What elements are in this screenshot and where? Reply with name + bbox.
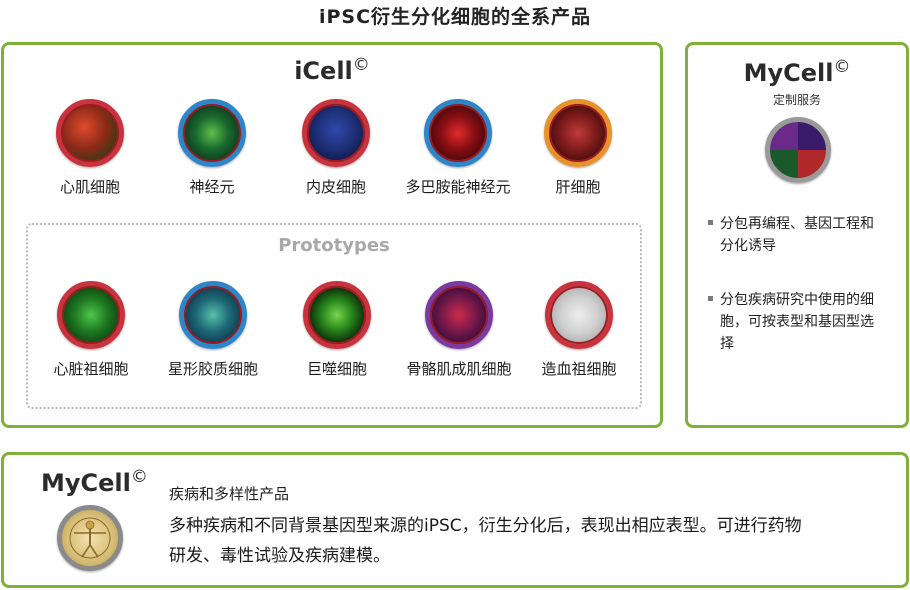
icell-copyright-mark: © [352,55,370,75]
bullet-2-line-2: 胞，可按表型和基因型选 [720,314,874,330]
cell-product-item: 多巴胺能神经元 [398,99,518,197]
mycell-disease-brand: MyCell© [41,467,148,497]
icell-panel: iCell© 心肌细胞 神经元 内皮细胞 多巴胺能神经元 肝细胞 Prototypes … [1,42,663,428]
mycell-custom-bullet-1: 分包再编程、基因工程和 分化诱导 [708,213,898,257]
cell-product-label: 心脏祖细胞 [53,360,129,378]
bullet-2-line-3: 择 [720,336,734,352]
bullet-1-line-1: 分包再编程、基因工程和 [720,216,874,232]
cell-product-label: 内皮细胞 [305,178,366,196]
mycell-disease-panel: MyCell© 疾病和多样性产品 多种疾病和不同背景基因型来源的iPSC，衍生分… [1,452,909,588]
icell-brand: iCell© [4,55,660,85]
cell-product-label: 骨骼肌成肌细胞 [406,360,512,378]
cell-product-label: 造血祖细胞 [541,360,617,378]
icell-brand-name: iCell [294,57,353,85]
mycell-custom-brand: MyCell© [688,57,906,87]
cell-image-icon [56,99,124,167]
bullet-2-line-1: 分包疾病研究中使用的细 [720,292,874,308]
mycell-custom-cell-icon [765,117,831,183]
cell-image-icon [57,281,125,349]
cell-image-icon [545,281,613,349]
cell-image-icon [303,281,371,349]
vitruvian-figure-icon [69,517,111,559]
cell-product-label: 肝细胞 [555,178,601,196]
cell-product-label: 神经元 [189,178,235,196]
bullet-1-line-2: 分化诱导 [720,238,776,254]
prototypes-title: Prototypes [278,235,390,256]
cell-product-item: 肝细胞 [518,99,638,197]
bullet-square-icon [708,219,713,225]
cell-product-item: 内皮细胞 [276,99,396,197]
cell-product-item: 骨骼肌成肌细胞 [399,281,519,379]
mycell-custom-panel: MyCell© 定制服务 分包再编程、基因工程和 分化诱导 分包疾病研究中使用的… [685,42,909,428]
vitruvian-man-icon [57,505,123,571]
prototypes-panel: Prototypes 心脏祖细胞 星形胶质细胞 巨噬细胞 骨骼肌成肌细胞 造血祖细胞 [26,223,642,409]
cell-product-item: 星形胶质细胞 [153,281,273,379]
cell-product-item: 心脏祖细胞 [31,281,151,379]
cell-product-item: 巨噬细胞 [277,281,397,379]
cell-product-label: 心肌细胞 [59,178,120,196]
cell-product-item: 心肌细胞 [30,99,150,197]
cell-product-item: 神经元 [152,99,272,197]
mycell-disease-description-line-1: 多种疾病和不同背景基因型来源的iPSC，衍生分化后，表现出相应表型。可进行药物 [169,516,802,536]
mycell-disease-heading: 疾病和多样性产品 [169,485,290,503]
mycell-disease-copyright-mark: © [130,467,148,487]
mycell-disease-brand-name: MyCell [41,469,131,497]
cell-product-label: 多巴胺能神经元 [405,178,511,196]
cell-image-icon [179,281,247,349]
cell-image-icon [302,99,370,167]
mycell-custom-copyright-mark: © [833,57,851,77]
cell-image-icon [424,99,492,167]
cell-image-icon [425,281,493,349]
cell-image-icon [178,99,246,167]
bullet-square-icon [708,295,713,301]
mycell-custom-subtitle: 定制服务 [772,93,821,107]
mycell-disease-description-line-2: 研发、毒性试验及疾病建模。 [169,546,390,566]
cell-image-icon [544,99,612,167]
page-title: iPSC衍生分化细胞的全系产品 [318,6,592,28]
cell-product-label: 巨噬细胞 [306,360,367,378]
cell-product-label: 星形胶质细胞 [167,360,258,378]
mycell-custom-brand-name: MyCell [743,59,834,87]
mycell-custom-bullet-2: 分包疾病研究中使用的细 胞，可按表型和基因型选 择 [708,289,898,355]
cell-product-item: 造血祖细胞 [519,281,639,379]
